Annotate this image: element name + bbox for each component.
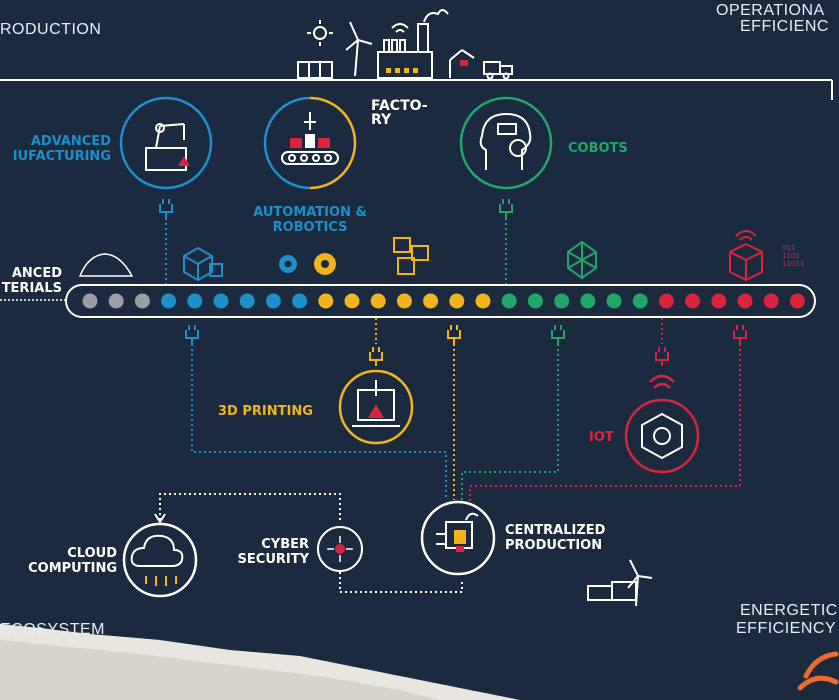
cloud-computing-circle xyxy=(122,522,198,598)
bar-dot-red xyxy=(658,293,674,309)
corner-label-production: RODUCTION xyxy=(0,21,102,38)
bar-dot-yellow xyxy=(449,293,465,309)
corner-label-efficiency-bottom: EFFICIENCY xyxy=(736,620,837,637)
plug-icon-iot xyxy=(655,347,669,366)
torn-paper-shadow xyxy=(0,640,440,700)
factory-skyline-icon xyxy=(297,9,513,80)
plug-icon-bar-green xyxy=(551,325,565,344)
bar-dot-blue xyxy=(187,293,203,309)
bar-dot-green xyxy=(501,293,517,309)
corner-label-ecosystem: ECOSYSTEM xyxy=(0,621,105,638)
advanced-manufacturing-circle xyxy=(119,96,213,190)
bar-dot-green xyxy=(554,293,570,309)
3d-printing-label: 3D PRINTING xyxy=(218,404,313,419)
advanced-materials-label: ANCED TERIALS xyxy=(1,266,62,296)
materials-pile-icon xyxy=(78,253,134,277)
bar-dot-blue xyxy=(292,293,308,309)
iot-box-icon-red xyxy=(729,230,763,282)
iot-label: IOT xyxy=(589,430,614,445)
bar-dot-red xyxy=(685,293,701,309)
cyber-security-label: CYBER SECURITY xyxy=(237,537,309,567)
bar-dot-blue xyxy=(265,293,281,309)
link-cloud-to-security xyxy=(159,493,341,520)
plug-icon-bar-blue xyxy=(185,325,199,344)
3d-printing-circle xyxy=(338,369,414,445)
bar-dot-grey xyxy=(82,293,98,309)
link-red-to-centralized xyxy=(469,344,741,502)
plug-icon-cobots xyxy=(499,199,513,218)
plug-icon-bar-yellow xyxy=(447,325,461,344)
link-blue-to-centralized xyxy=(191,344,447,500)
bar-dot-yellow xyxy=(370,293,386,309)
cobots-label: COBOTS xyxy=(568,141,628,156)
bar-dot-yellow xyxy=(423,293,439,309)
recycle-cubes-icon-green xyxy=(567,240,597,280)
centralized-production-circle xyxy=(420,500,496,576)
link-security-to-centralized xyxy=(339,572,463,593)
factory-label: FACTO- RY xyxy=(371,98,428,128)
gears-icon xyxy=(279,253,336,275)
bar-dot-yellow xyxy=(396,293,412,309)
corner-label-energetic: ENERGETIC xyxy=(740,602,838,619)
automation-robotics-label: AUTOMATION & ROBOTICS xyxy=(253,205,367,235)
bar-dot-grey xyxy=(108,293,124,309)
bar-dot-green xyxy=(632,293,648,309)
bar-dots xyxy=(82,293,805,309)
automation-robotics-circle xyxy=(263,96,357,190)
plug-icon-bar-red xyxy=(733,325,747,344)
plug-icon-advanced-manufacturing xyxy=(159,199,173,218)
bar-dot-red xyxy=(763,293,779,309)
bar-dot-green xyxy=(606,293,622,309)
technology-bar xyxy=(65,284,816,318)
bar-dot-green xyxy=(527,293,543,309)
bar-dot-yellow xyxy=(475,293,491,309)
bar-dot-yellow xyxy=(344,293,360,309)
binary-code-text: 011 1101 11011 xyxy=(782,244,805,268)
centralized-production-label: CENTRALIZED PRODUCTION xyxy=(505,523,606,553)
corner-label-efficiency-top: EFFICIENC xyxy=(740,18,829,35)
bar-dot-green xyxy=(580,293,596,309)
wind-solar-icon xyxy=(587,559,653,607)
blocks-icon-yellow xyxy=(393,237,429,275)
cube-icon-blue xyxy=(183,246,223,282)
cyber-security-circle xyxy=(317,526,363,572)
bar-dot-red xyxy=(737,293,753,309)
plug-icon-3d-printing xyxy=(369,347,383,366)
bar-dot-blue xyxy=(239,293,255,309)
bar-dot-blue xyxy=(213,293,229,309)
link-green-to-centralized xyxy=(461,344,559,500)
cloud-computing-label: CLOUD COMPUTING xyxy=(28,546,117,576)
bar-dot-red xyxy=(711,293,727,309)
orange-brush-mark xyxy=(797,651,839,691)
bar-dot-grey xyxy=(134,293,150,309)
corner-label-operational: OPERATIONA xyxy=(716,2,825,19)
cobots-circle xyxy=(459,96,553,190)
iot-circle xyxy=(624,374,700,474)
bar-dot-blue xyxy=(161,293,177,309)
advanced-manufacturing-label: ADVANCED IUFACTURING xyxy=(12,134,111,164)
arrow-down-icon xyxy=(154,513,166,524)
bar-dot-red xyxy=(789,293,805,309)
factory-windows-icon xyxy=(386,60,468,73)
bar-dot-yellow xyxy=(318,293,334,309)
